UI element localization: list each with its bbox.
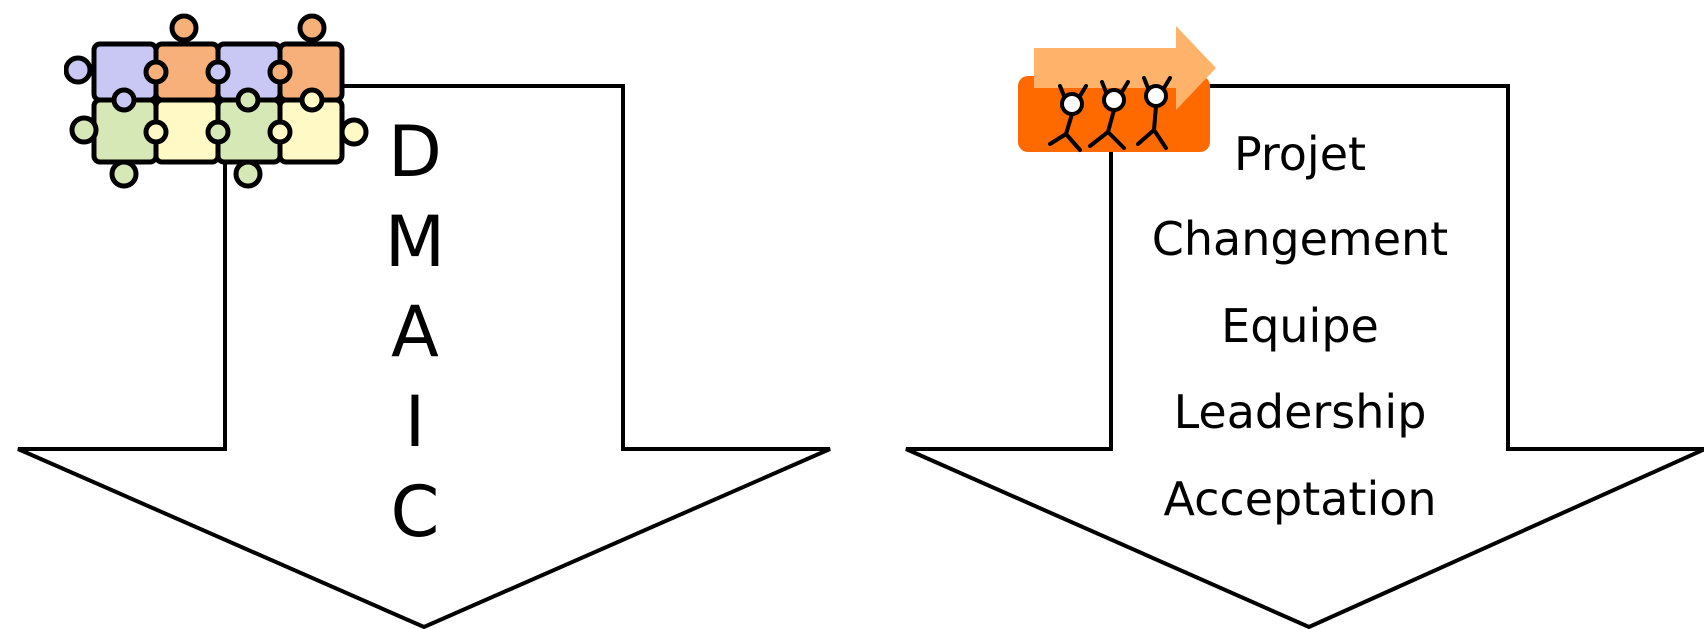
word-changement: Changement bbox=[1151, 212, 1449, 266]
dmaic-letter-i: I bbox=[404, 381, 426, 463]
dmaic-letter-d: D bbox=[388, 111, 442, 193]
dmaic-letter-m: M bbox=[384, 201, 446, 283]
left-down-arrow bbox=[17, 84, 831, 629]
word-acceptation: Acceptation bbox=[1163, 472, 1437, 526]
team-pushing-arrow-icon bbox=[1018, 26, 1216, 152]
word-leadership: Leadership bbox=[1173, 385, 1427, 439]
right-down-arrow bbox=[905, 84, 1704, 629]
dmaic-letter-c: C bbox=[390, 471, 440, 553]
dmaic-letter-a: A bbox=[391, 291, 439, 373]
puzzle-pieces-icon bbox=[64, 13, 369, 189]
word-equipe: Equipe bbox=[1221, 299, 1379, 353]
word-projet: Projet bbox=[1233, 127, 1367, 181]
